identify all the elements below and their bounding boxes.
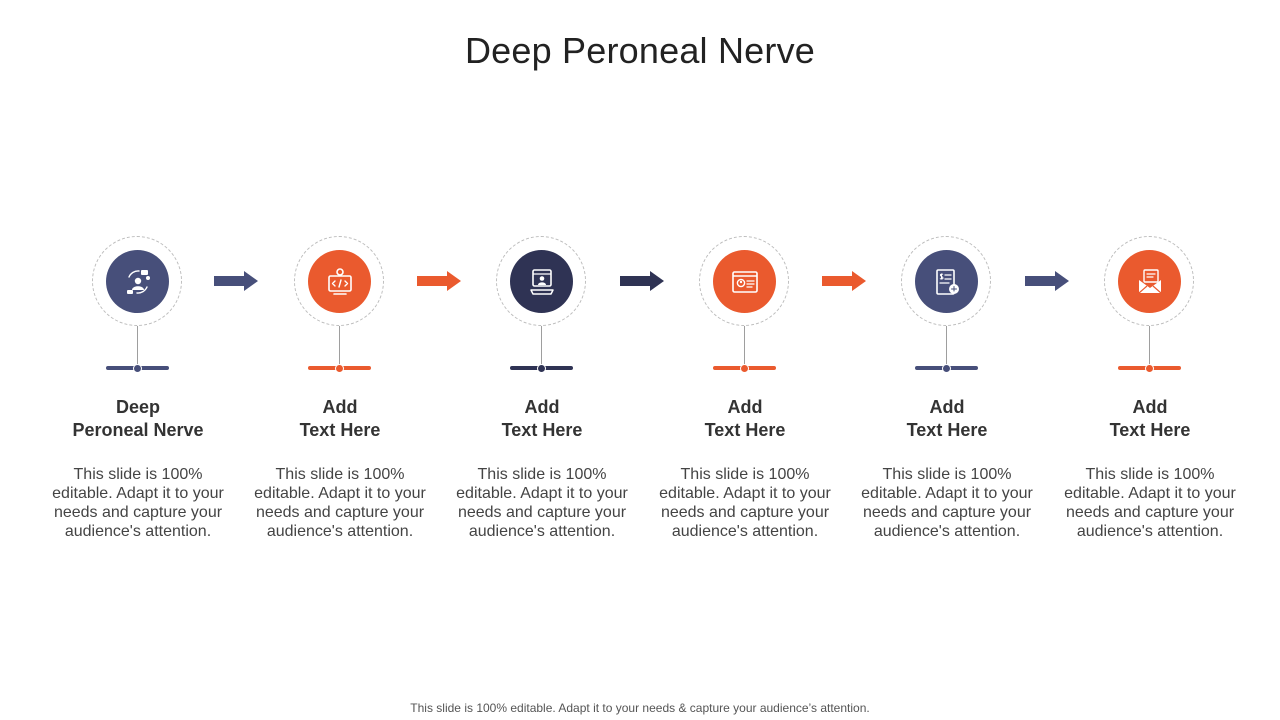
icon-ring xyxy=(901,236,991,326)
base-knob xyxy=(942,364,951,373)
base-knob xyxy=(133,364,142,373)
web-coding-icon xyxy=(327,267,352,295)
icon-ring xyxy=(699,236,789,326)
icon-ring xyxy=(496,236,586,326)
online-profile-icon xyxy=(529,268,554,295)
step-description: This slide is 100% editable. Adapt it to… xyxy=(456,466,628,540)
heading-line-1: Add xyxy=(322,397,358,417)
icon-disc xyxy=(1118,250,1181,313)
step-4: Add Text Here This slide is 100% editabl… xyxy=(655,0,835,720)
arrow-right-icon xyxy=(417,271,461,291)
step-heading: Add Text Here xyxy=(250,396,430,442)
connector-stem xyxy=(339,326,340,368)
footer-note: This slide is 100% editable. Adapt it to… xyxy=(410,701,870,715)
connector-stem xyxy=(137,326,138,368)
step-description: This slide is 100% editable. Adapt it to… xyxy=(1064,466,1236,540)
step-1: Deep Peroneal Nerve This slide is 100% e… xyxy=(48,0,228,720)
arrow-right-icon xyxy=(620,271,664,291)
base-knob xyxy=(537,364,546,373)
icon-ring xyxy=(92,236,182,326)
icon-ring xyxy=(1104,236,1194,326)
customer-support-icon xyxy=(126,269,150,294)
base-knob xyxy=(335,364,344,373)
arrow-right-icon xyxy=(822,271,866,291)
icon-disc xyxy=(510,250,573,313)
icon-ring xyxy=(294,236,384,326)
heading-line-2: Text Here xyxy=(1109,420,1191,440)
arrow-right-icon xyxy=(214,271,258,291)
slide-title: Deep Peroneal Nerve xyxy=(464,30,815,71)
heading-line-1: Add xyxy=(1132,397,1168,417)
icon-disc xyxy=(713,250,776,313)
connector-stem xyxy=(744,326,745,368)
step-3: Add Text Here This slide is 100% editabl… xyxy=(452,0,632,720)
base-knob xyxy=(740,364,749,373)
email-envelope-icon xyxy=(1138,268,1161,293)
step-heading: Add Text Here xyxy=(1060,396,1240,442)
icon-disc xyxy=(308,250,371,313)
step-heading: Deep Peroneal Nerve xyxy=(48,396,228,442)
step-heading: Add Text Here xyxy=(452,396,632,442)
legal-document-icon xyxy=(935,268,959,295)
step-description: This slide is 100% editable. Adapt it to… xyxy=(659,466,831,540)
connector-stem xyxy=(1149,326,1150,368)
icon-disc xyxy=(106,250,169,313)
step-6: Add Text Here This slide is 100% editabl… xyxy=(1060,0,1240,720)
heading-line-1: Add xyxy=(929,397,965,417)
step-description: This slide is 100% editable. Adapt it to… xyxy=(861,466,1033,540)
step-description: This slide is 100% editable. Adapt it to… xyxy=(254,466,426,540)
heading-line-2: Text Here xyxy=(299,420,381,440)
connector-stem xyxy=(541,326,542,368)
heading-line-2: Text Here xyxy=(501,420,583,440)
heading-line-1: Add xyxy=(524,397,560,417)
base-knob xyxy=(1145,364,1154,373)
icon-disc xyxy=(915,250,978,313)
profile-window-icon xyxy=(731,270,758,293)
heading-line-2: Text Here xyxy=(704,420,786,440)
connector-stem xyxy=(946,326,947,368)
heading-line-1: Deep xyxy=(115,397,160,417)
step-heading: Add Text Here xyxy=(655,396,835,442)
heading-line-2: Peroneal Nerve xyxy=(72,420,204,440)
step-2: Add Text Here This slide is 100% editabl… xyxy=(250,0,430,720)
heading-line-2: Text Here xyxy=(906,420,988,440)
step-5: Add Text Here This slide is 100% editabl… xyxy=(857,0,1037,720)
arrow-right-icon xyxy=(1025,271,1069,291)
step-heading: Add Text Here xyxy=(857,396,1037,442)
step-description: This slide is 100% editable. Adapt it to… xyxy=(52,466,224,540)
heading-line-1: Add xyxy=(727,397,763,417)
